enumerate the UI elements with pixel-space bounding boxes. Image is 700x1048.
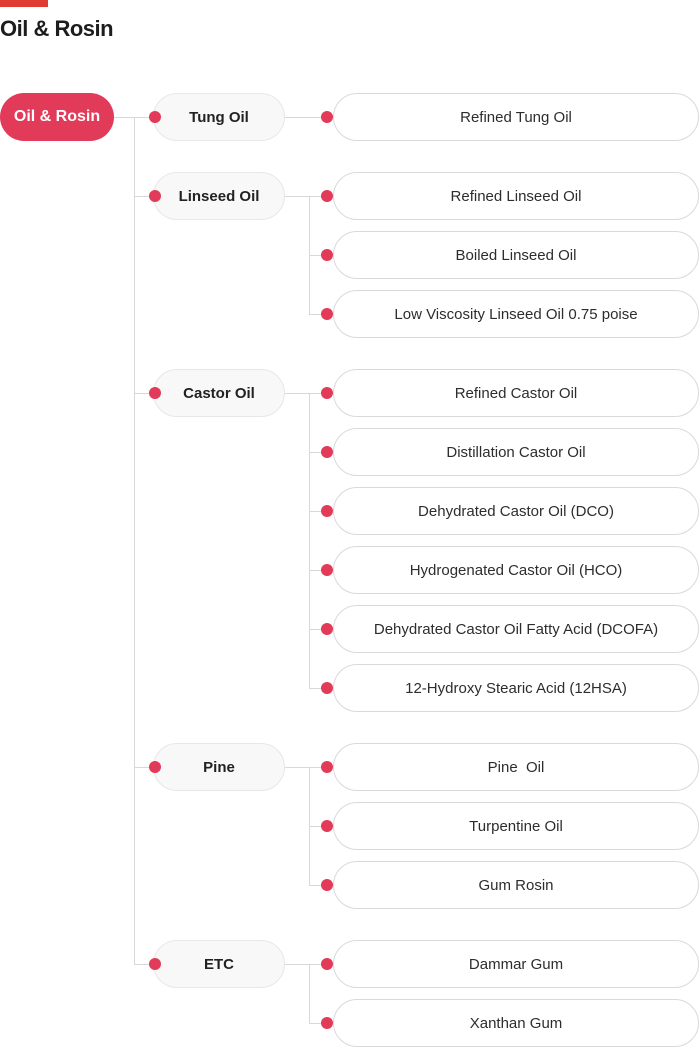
- branch-line: [309, 964, 310, 1023]
- node-dot: [149, 958, 161, 970]
- category-label: Pine: [203, 758, 235, 776]
- connector-line: [285, 767, 327, 768]
- connector-line: [134, 196, 155, 197]
- leaf-node-low-viscosity-linseed-oil[interactable]: Low Viscosity Linseed Oil 0.75 poise: [333, 290, 699, 338]
- leaf-node-dammar-gum[interactable]: Dammar Gum: [333, 940, 699, 988]
- accent-bar: [0, 0, 48, 7]
- connector-line: [285, 393, 327, 394]
- leaf-node-12-hydroxy-stearic-acid-12hsa[interactable]: 12-Hydroxy Stearic Acid (12HSA): [333, 664, 699, 712]
- connector-line: [309, 826, 327, 827]
- leaf-label: Dehydrated Castor Oil (DCO): [418, 502, 614, 520]
- node-dot: [321, 249, 333, 261]
- page-title: Oil & Rosin: [0, 16, 114, 41]
- connector-line: [285, 964, 327, 965]
- node-dot: [149, 111, 161, 123]
- node-dot: [321, 623, 333, 635]
- node-dot: [321, 505, 333, 517]
- connector-line: [134, 767, 155, 768]
- branch-line: [309, 393, 310, 688]
- node-dot: [149, 190, 161, 202]
- leaf-label: 12-Hydroxy Stearic Acid (12HSA): [405, 679, 627, 697]
- node-dot: [321, 308, 333, 320]
- leaf-label: Refined Castor Oil: [454, 384, 578, 402]
- node-dot: [321, 761, 333, 773]
- node-dot: [321, 879, 333, 891]
- leaf-label: Distillation Castor Oil: [446, 443, 586, 461]
- connector-line: [309, 885, 327, 886]
- trunk-line: [134, 117, 135, 964]
- leaf-label: Low Viscosity Linseed Oil 0.75 poise: [394, 305, 638, 323]
- leaf-node-refined-linseed-oil[interactable]: Refined Linseed Oil: [333, 172, 699, 220]
- leaf-node-dehydrated-castor-oil-dco[interactable]: Dehydrated Castor Oil (DCO): [333, 487, 699, 535]
- category-node-linseed-oil[interactable]: Linseed Oil: [153, 172, 285, 220]
- leaf-node-dehydrated-castor-oil-fatty-acid-dcofa[interactable]: Dehydrated Castor Oil Fatty Acid (DCOFA): [333, 605, 699, 653]
- connector-line: [309, 452, 327, 453]
- connector-line: [309, 255, 327, 256]
- node-dot: [321, 111, 333, 123]
- node-dot: [321, 1017, 333, 1029]
- leaf-label: Xanthan Gum: [469, 1014, 563, 1032]
- node-dot: [321, 190, 333, 202]
- leaf-node-turpentine-oil[interactable]: Turpentine Oil: [333, 802, 699, 850]
- category-label: ETC: [204, 955, 234, 973]
- root-node-label: Oil & Rosin: [13, 108, 101, 125]
- node-dot: [321, 682, 333, 694]
- leaf-node-hydrogenated-castor-oil-hco[interactable]: Hydrogenated Castor Oil (HCO): [333, 546, 699, 594]
- leaf-label: Dehydrated Castor Oil Fatty Acid (DCOFA): [373, 620, 659, 638]
- connector-line: [309, 570, 327, 571]
- node-dot: [321, 387, 333, 399]
- leaf-node-boiled-linseed-oil[interactable]: Boiled Linseed Oil: [333, 231, 699, 279]
- root-node-oil-rosin[interactable]: Oil & Rosin: [0, 93, 114, 141]
- node-dot: [321, 820, 333, 832]
- leaf-label: Boiled Linseed Oil: [455, 246, 577, 264]
- connector-line: [309, 314, 327, 315]
- category-node-tung-oil[interactable]: Tung Oil: [153, 93, 285, 141]
- leaf-label: Turpentine Oil: [469, 817, 563, 835]
- leaf-node-gum-rosin[interactable]: Gum Rosin: [333, 861, 699, 909]
- category-label: Castor Oil: [183, 384, 255, 402]
- leaf-node-refined-tung-oil[interactable]: Refined Tung Oil: [333, 93, 699, 141]
- connector-line: [285, 117, 327, 118]
- connector-line: [285, 196, 327, 197]
- connector-line: [309, 688, 327, 689]
- node-dot: [321, 564, 333, 576]
- node-dot: [149, 761, 161, 773]
- category-label: Tung Oil: [189, 108, 249, 126]
- leaf-node-distillation-castor-oil[interactable]: Distillation Castor Oil: [333, 428, 699, 476]
- node-dot: [321, 446, 333, 458]
- node-dot: [149, 387, 161, 399]
- category-label: Linseed Oil: [178, 187, 260, 205]
- leaf-label: Gum Rosin: [478, 876, 554, 894]
- leaf-label: Pine Oil: [487, 758, 545, 776]
- leaf-label: Refined Tung Oil: [460, 108, 572, 126]
- connector-line: [309, 629, 327, 630]
- leaf-label: Hydrogenated Castor Oil (HCO): [409, 561, 623, 579]
- connector-line: [309, 511, 327, 512]
- leaf-label: Dammar Gum: [468, 955, 564, 973]
- node-dot: [321, 958, 333, 970]
- connector-line: [134, 964, 155, 965]
- connector-line: [309, 1023, 327, 1024]
- category-node-etc[interactable]: ETC: [153, 940, 285, 988]
- leaf-node-xanthan-gum[interactable]: Xanthan Gum: [333, 999, 699, 1047]
- category-node-castor-oil[interactable]: Castor Oil: [153, 369, 285, 417]
- leaf-node-refined-castor-oil[interactable]: Refined Castor Oil: [333, 369, 699, 417]
- leaf-label: Refined Linseed Oil: [450, 187, 582, 205]
- leaf-node-pine-oil[interactable]: Pine Oil: [333, 743, 699, 791]
- category-node-pine[interactable]: Pine: [153, 743, 285, 791]
- connector-line: [134, 393, 155, 394]
